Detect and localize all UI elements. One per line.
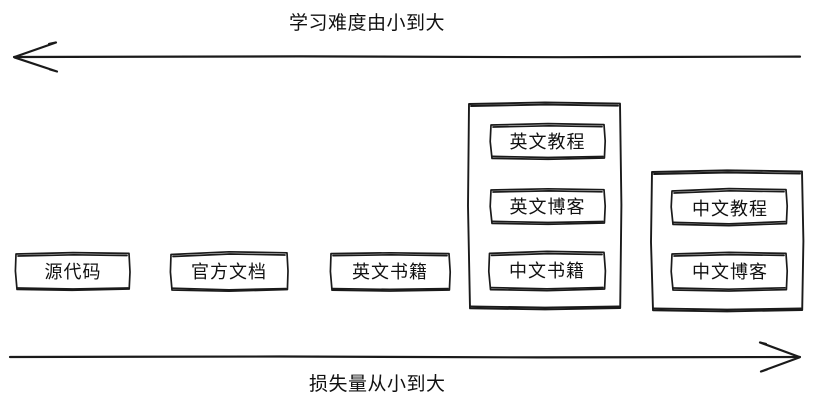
group-1-item-2-outline [489, 187, 607, 226]
node-chinese-blog[interactable]: 中文博客 [692, 261, 768, 282]
node-official-docs[interactable]: 官方文档 [191, 262, 267, 282]
node-box-2-outline [169, 250, 289, 293]
node-english-tutorial[interactable]: 英文教程 [509, 132, 586, 152]
node-box-1-outline [14, 251, 131, 292]
group-2-item-1-outline [670, 187, 789, 227]
node-english-books[interactable]: 英文书籍 [352, 262, 428, 282]
top-axis-arrow [12, 41, 802, 73]
node-chinese-tutorial[interactable]: 中文教程 [692, 198, 768, 219]
group-english-resources[interactable]: 英文教程 英文博客 中文书籍 [468, 103, 622, 309]
group-1-item-1-outline [489, 122, 607, 161]
node-source-code[interactable]: 源代码 [44, 262, 102, 282]
group-1-item-3-outline [487, 250, 607, 292]
top-axis-label: 学习难度由小到大 [289, 13, 446, 34]
group-chinese-resources[interactable]: 中文教程 中文博客 [651, 171, 803, 311]
node-english-blog[interactable]: 英文博客 [509, 197, 586, 217]
node-chinese-books[interactable]: 中文书籍 [509, 261, 585, 281]
bottom-axis-arrow [8, 341, 802, 373]
group-2-item-2-outline [670, 251, 789, 292]
bottom-axis-label: 损失量从小到大 [309, 374, 446, 395]
node-box-3-outline [329, 251, 452, 292]
